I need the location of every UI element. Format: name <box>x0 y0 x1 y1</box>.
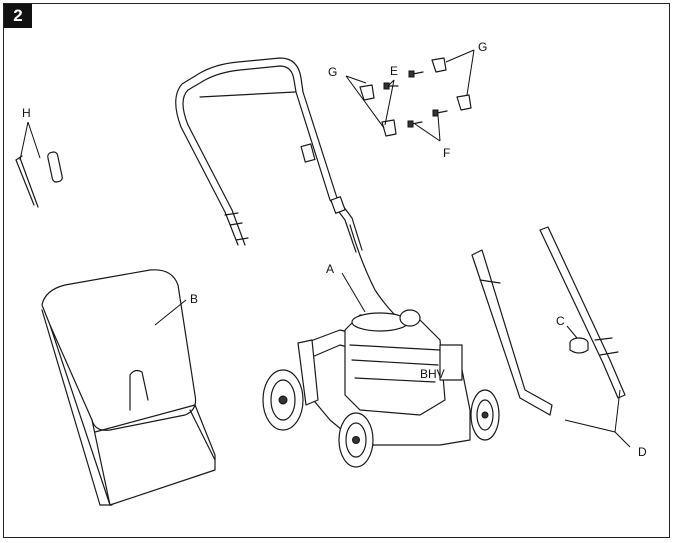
label-c: C <box>556 314 565 328</box>
lower-handle-and-cable <box>295 91 396 316</box>
label-d: D <box>638 445 647 459</box>
part-h-wire-and-tube <box>15 151 63 208</box>
part-d-rods <box>471 226 626 416</box>
label-e: E <box>390 64 398 78</box>
part-e-bolts <box>383 70 424 90</box>
step-number-badge: 2 <box>4 4 32 28</box>
diagram-frame <box>3 3 670 538</box>
rear-left-wheel <box>262 369 304 431</box>
front-left-wheel <box>338 412 374 468</box>
leader-lines <box>19 49 631 448</box>
label-g-left: G <box>328 65 337 79</box>
label-b: B <box>190 292 198 306</box>
label-h: H <box>22 106 31 120</box>
upper-handle <box>175 57 304 246</box>
front-right-wheel <box>470 389 500 441</box>
part-c-knob <box>569 337 589 354</box>
part-f-bolts <box>407 109 448 128</box>
grass-catcher-bag <box>41 269 216 506</box>
svg-text:BHV: BHV <box>420 367 445 381</box>
mower-deck-and-engine: BHV <box>262 309 500 468</box>
label-a: A <box>326 262 334 276</box>
label-f: F <box>443 146 450 160</box>
label-g-right: G <box>478 40 487 54</box>
